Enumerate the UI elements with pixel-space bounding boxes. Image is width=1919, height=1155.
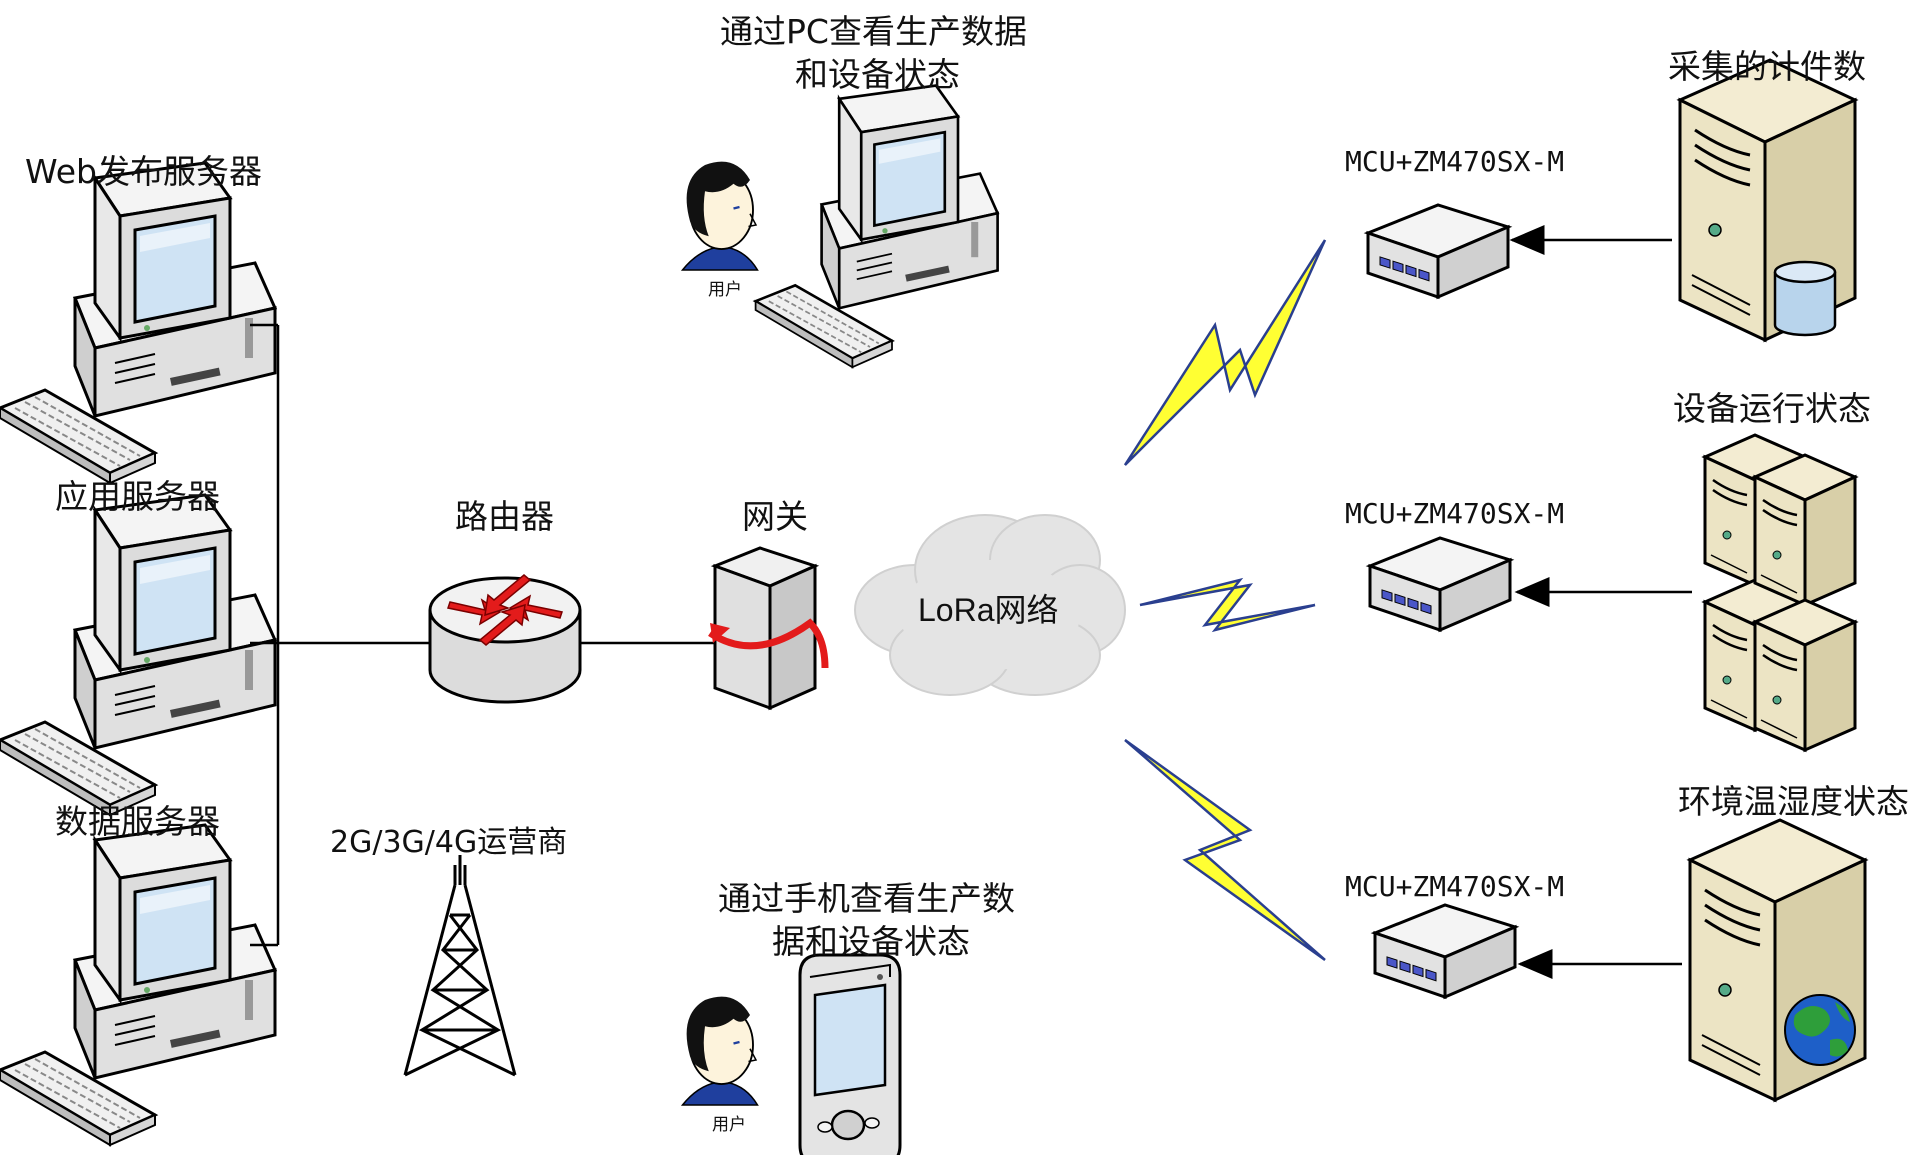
pc-user-avatar xyxy=(681,160,759,272)
mobile-user-caption-line2: 据和设备状态 xyxy=(772,922,970,961)
lora-module-3 xyxy=(1373,903,1517,999)
operator-label: 2G/3G/4G运营商 xyxy=(330,825,568,860)
mobile-phone-icon xyxy=(798,953,902,1155)
data-server-label: 数据服务器 xyxy=(55,802,220,841)
pc-user-caption-line2: 和设备状态 xyxy=(795,55,960,94)
lightning-bottom xyxy=(1124,738,1326,962)
app-server-label: 应用服务器 xyxy=(55,477,220,516)
gateway-label: 网关 xyxy=(742,497,808,536)
source-label-environment: 环境温湿度状态 xyxy=(1678,782,1909,821)
lightning-middle xyxy=(1139,577,1316,633)
pc-user-caption-line1: 通过PC查看生产数据 xyxy=(720,12,1027,51)
lora-cloud xyxy=(854,514,1126,696)
mobile-user-caption-line1: 通过手机查看生产数 xyxy=(718,879,1015,918)
equipment-server-cluster xyxy=(1703,433,1857,752)
source-label-count: 采集的计件数 xyxy=(1668,47,1866,86)
module-label-1: MCU+ZM470SX-M xyxy=(1345,145,1565,178)
lora-module-2 xyxy=(1368,536,1512,632)
source-label-equipment: 设备运行状态 xyxy=(1673,389,1871,428)
globe-icon xyxy=(1784,994,1856,1066)
web-server-label: Web发布服务器 xyxy=(25,152,262,191)
data-server-pc xyxy=(0,823,277,1147)
mobile-user-avatar xyxy=(681,995,759,1107)
lora-cloud-label: LoRa网络 xyxy=(918,592,1059,628)
pc-user-label: 用户 xyxy=(708,280,742,300)
database-icon xyxy=(1773,260,1837,337)
router-icon xyxy=(428,574,582,704)
data-arrows xyxy=(1509,225,1692,979)
lightning-top xyxy=(1123,239,1327,466)
lora-module-1 xyxy=(1366,203,1510,299)
gateway-icon xyxy=(708,546,829,711)
count-server-icon xyxy=(1678,58,1857,342)
cell-tower-icon xyxy=(403,855,517,1077)
module-label-3: MCU+ZM470SX-M xyxy=(1345,870,1565,903)
app-server-pc xyxy=(0,493,277,817)
web-server-pc xyxy=(0,161,277,485)
user-pc xyxy=(754,84,999,369)
module-label-2: MCU+ZM470SX-M xyxy=(1345,497,1565,530)
server-bus xyxy=(250,323,430,947)
env-server-icon xyxy=(1688,818,1867,1102)
mobile-user-label: 用户 xyxy=(712,1115,746,1135)
router-label: 路由器 xyxy=(455,497,554,536)
